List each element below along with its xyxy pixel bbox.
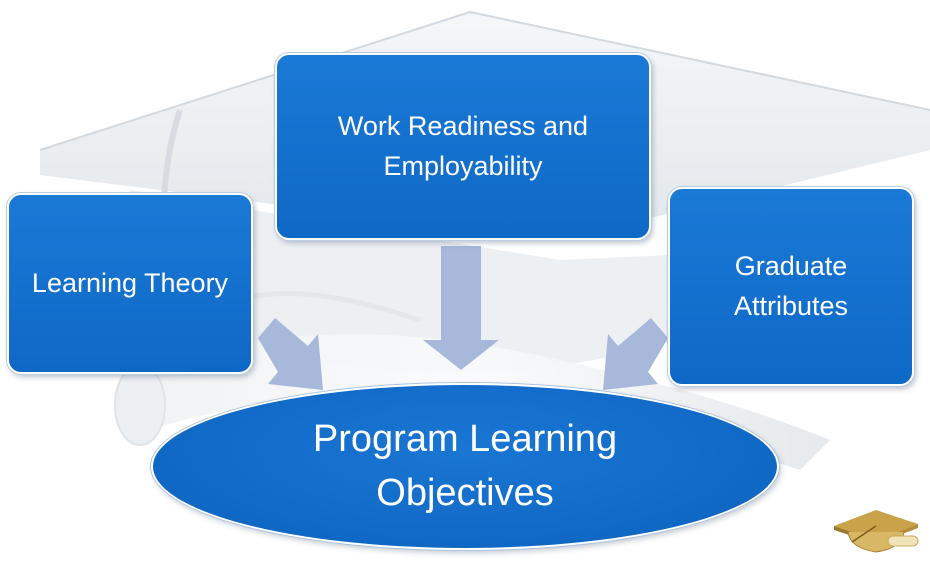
graduation-cap-diploma-icon	[834, 510, 919, 553]
diagonal-arrow-right	[603, 318, 668, 390]
down-arrow	[423, 246, 499, 370]
diagonal-arrow-left	[258, 318, 323, 390]
node-graduate-attributes-label: Graduate Attributes	[733, 251, 849, 321]
node-program-learning-objectives-label: Program Learning Objectives	[312, 418, 618, 514]
node-program-learning-objectives: Program Learning Objectives	[151, 383, 779, 550]
node-learning-theory: Learning Theory	[7, 193, 253, 374]
node-learning-theory-label: Learning Theory	[31, 267, 229, 298]
node-graduate-attributes: Graduate Attributes	[668, 187, 914, 386]
node-work-readiness: Work Readiness and Employability	[275, 53, 651, 240]
node-work-readiness-label: Work Readiness and Employability	[337, 111, 589, 181]
